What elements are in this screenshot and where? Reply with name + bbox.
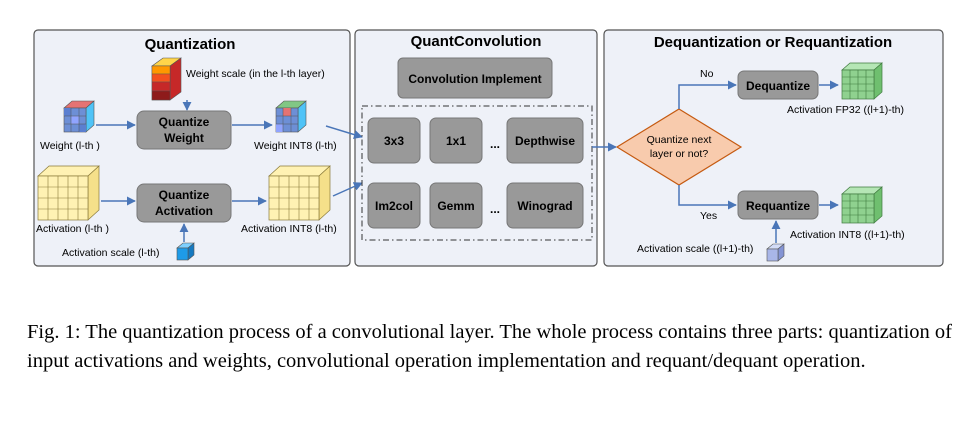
- activation-cube-icon: [37, 165, 100, 221]
- activation-scale-next-label: Activation scale ((l+1)-th): [637, 243, 753, 255]
- quantize-weight-line2: Weight: [164, 131, 204, 145]
- conv-option-depthwise-label: Depthwise: [515, 134, 575, 148]
- conv-option-3x3-label: 3x3: [384, 134, 404, 148]
- conv-option-1x1-label: 1x1: [446, 134, 466, 148]
- figure-caption: Fig. 1: The quantization process of a co…: [27, 321, 952, 372]
- quantize-weight-box: [136, 110, 232, 150]
- activation-int8-next-cube-icon: [841, 186, 883, 224]
- activation-scale-next-cube-icon: [766, 243, 785, 262]
- quantize-weight-line1: Quantize: [159, 115, 210, 129]
- weight-scale-label: Weight scale (in the l-th layer): [186, 68, 325, 80]
- weight-cube-icon: [63, 100, 95, 133]
- quant-convolution-title: QuantConvolution: [411, 33, 542, 50]
- conv-option-winograd-label: Winograd: [517, 199, 572, 213]
- activation-int8-next-label: Activation INT8 ((l+1)-th): [790, 229, 905, 241]
- ellipsis-row2: ...: [490, 202, 500, 216]
- dequantize-box: [737, 70, 819, 100]
- quantize-activation-line2: Activation: [155, 204, 213, 218]
- conv-option-im2col-label: Im2col: [375, 199, 413, 213]
- quantize-activation-box: [136, 183, 232, 223]
- ellipsis-row1: ...: [490, 137, 500, 151]
- quantization-process-diagram: Quantization QuantConvolution Dequantiza…: [33, 29, 944, 267]
- quantize-activation-line1: Quantize: [159, 188, 210, 202]
- activation-scale-label: Activation scale (l-th): [62, 247, 159, 259]
- no-branch-label: No: [700, 68, 714, 80]
- activation-int8-cube-icon: [268, 165, 331, 221]
- activation-int8-label: Activation INT8 (l-th): [241, 223, 337, 235]
- activation-label: Activation (l-th ): [36, 223, 109, 235]
- weight-int8-cube-icon: [275, 100, 307, 133]
- conv-option-1x1: [429, 117, 483, 164]
- weight-label: Weight (l-th ): [40, 140, 100, 152]
- conv-option-depthwise: [506, 117, 584, 164]
- decision-line2: layer or not?: [650, 148, 709, 160]
- weight-int8-label: Weight INT8 (l-th): [254, 140, 337, 152]
- dequant-requant-title: Dequantization or Requantization: [654, 34, 892, 51]
- quantization-title: Quantization: [145, 36, 236, 53]
- conv-option-winograd: [506, 182, 584, 229]
- conv-option-gemm-label: Gemm: [437, 199, 474, 213]
- yes-branch-label: Yes: [700, 210, 717, 222]
- conv-option-3x3: [367, 117, 421, 164]
- dequantize-label: Dequantize: [746, 79, 810, 93]
- decision-line1: Quantize next: [647, 134, 712, 146]
- requantize-box: [737, 190, 819, 220]
- activation-fp32-label: Activation FP32 ((l+1)-th): [787, 104, 904, 116]
- convolution-implement-label: Convolution Implement: [408, 72, 541, 86]
- conv-option-gemm: [429, 182, 483, 229]
- activation-fp32-cube-icon: [841, 62, 883, 100]
- implementation-options-frame: [361, 105, 593, 241]
- convolution-implement-box: [397, 57, 553, 99]
- conv-option-im2col: [367, 182, 421, 229]
- weight-scale-cube-icon: [151, 57, 182, 101]
- activation-scale-cube-icon: [176, 242, 195, 261]
- requantize-label: Requantize: [746, 199, 810, 213]
